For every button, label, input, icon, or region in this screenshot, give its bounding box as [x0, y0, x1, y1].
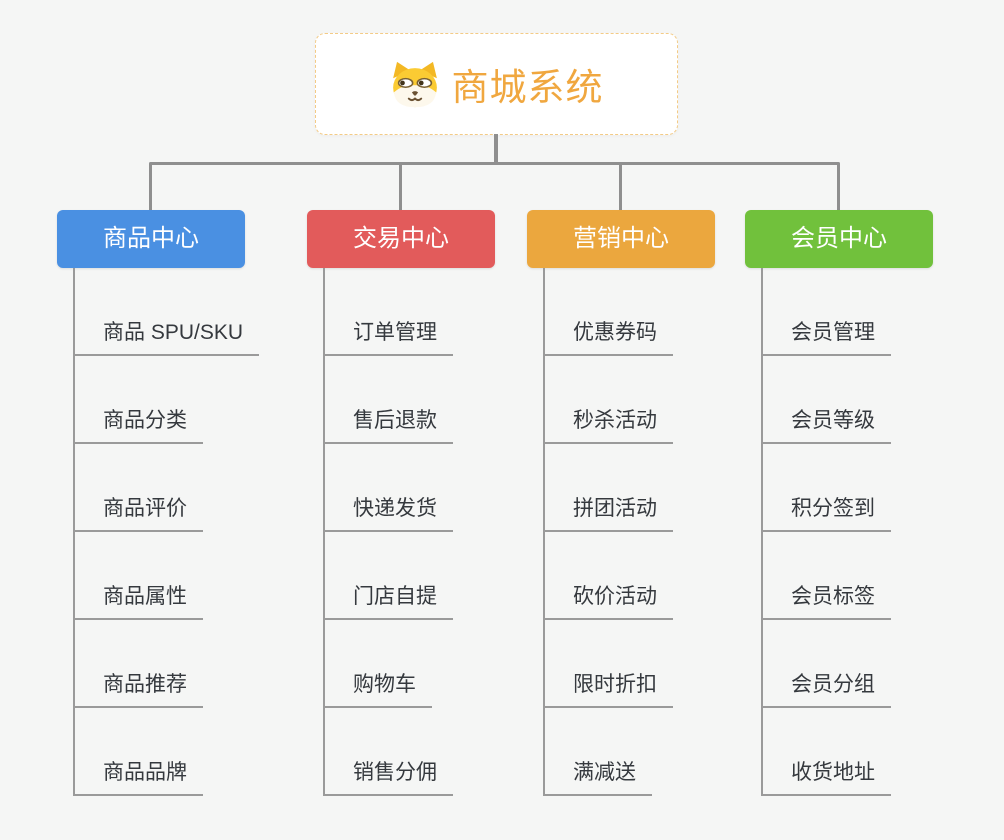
- branch-children: 商品 SPU/SKU 商品分类 商品评价 商品属性 商品推荐 商品品牌: [73, 268, 260, 796]
- leaf-label[interactable]: 购物车: [325, 668, 432, 708]
- branch-children: 订单管理 售后退款 快递发货 门店自提 购物车 销售分佣: [323, 268, 495, 796]
- leaf-label[interactable]: 秒杀活动: [545, 404, 673, 444]
- leaf-node: 限时折扣: [545, 620, 715, 708]
- leaf-label[interactable]: 积分签到: [763, 492, 891, 532]
- branch-header-trade-center[interactable]: 交易中心: [307, 210, 495, 268]
- root-title: 商城系统: [451, 67, 604, 108]
- leaf-node: 订单管理: [325, 268, 495, 356]
- root-node[interactable]: 商城系统: [315, 33, 678, 135]
- branch-children: 优惠券码 秒杀活动 拼团活动 砍价活动 限时折扣 满减送: [543, 268, 715, 796]
- leaf-node: 商品推荐: [75, 620, 245, 708]
- connector-bus: [149, 162, 840, 165]
- leaf-node: 会员管理: [763, 268, 933, 356]
- leaf-label[interactable]: 快递发货: [325, 492, 453, 532]
- leaf-node: 满减送: [545, 708, 715, 796]
- leaf-node: 拼团活动: [545, 444, 715, 532]
- leaf-node: 门店自提: [325, 532, 495, 620]
- leaf-node: 会员分组: [763, 620, 933, 708]
- branch-header-product-center[interactable]: 商品中心: [57, 210, 245, 268]
- leaf-node: 购物车: [325, 620, 495, 708]
- leaf-node: 秒杀活动: [545, 356, 715, 444]
- leaf-label[interactable]: 会员等级: [763, 404, 891, 444]
- leaf-label[interactable]: 订单管理: [325, 316, 453, 356]
- leaf-node: 商品评价: [75, 444, 245, 532]
- leaf-label[interactable]: 砍价活动: [545, 580, 673, 620]
- leaf-label[interactable]: 会员标签: [763, 580, 891, 620]
- connector-stub-1: [149, 164, 152, 211]
- leaf-label[interactable]: 销售分佣: [325, 756, 453, 796]
- leaf-label[interactable]: 拼团活动: [545, 492, 673, 532]
- leaf-node: 积分签到: [763, 444, 933, 532]
- leaf-label[interactable]: 门店自提: [325, 580, 453, 620]
- leaf-node: 会员等级: [763, 356, 933, 444]
- leaf-label[interactable]: 会员管理: [763, 316, 891, 356]
- leaf-label[interactable]: 收货地址: [763, 756, 891, 796]
- branch-header-marketing-center[interactable]: 营销中心: [527, 210, 715, 268]
- leaf-node: 售后退款: [325, 356, 495, 444]
- leaf-label[interactable]: 商品属性: [75, 580, 203, 620]
- leaf-label[interactable]: 限时折扣: [545, 668, 673, 708]
- leaf-node: 商品属性: [75, 532, 245, 620]
- leaf-label[interactable]: 售后退款: [325, 404, 453, 444]
- leaf-node: 快递发货: [325, 444, 495, 532]
- leaf-node: 商品品牌: [75, 708, 245, 796]
- branch-product-center: 商品中心 商品 SPU/SKU 商品分类 商品评价 商品属性 商品推荐 商品品牌: [57, 210, 260, 796]
- leaf-node: 销售分佣: [325, 708, 495, 796]
- branch-marketing-center: 营销中心 优惠券码 秒杀活动 拼团活动 砍价活动 限时折扣 满减送: [527, 210, 715, 796]
- leaf-label[interactable]: 商品评价: [75, 492, 203, 532]
- leaf-label[interactable]: 满减送: [545, 756, 652, 796]
- branch-trade-center: 交易中心 订单管理 售后退款 快递发货 门店自提 购物车 销售分佣: [307, 210, 495, 796]
- leaf-label[interactable]: 商品分类: [75, 404, 203, 444]
- leaf-label[interactable]: 商品品牌: [75, 756, 203, 796]
- branch-member-center: 会员中心 会员管理 会员等级 积分签到 会员标签 会员分组 收货地址: [745, 210, 933, 796]
- leaf-node: 收货地址: [763, 708, 933, 796]
- branch-header-member-center[interactable]: 会员中心: [745, 210, 933, 268]
- leaf-node: 砍价活动: [545, 532, 715, 620]
- leaf-label[interactable]: 优惠券码: [545, 316, 673, 356]
- connector-root-stub: [494, 134, 498, 163]
- connector-stub-3: [619, 164, 622, 211]
- dog-face-icon: [390, 61, 440, 108]
- leaf-label[interactable]: 商品推荐: [75, 668, 203, 708]
- connector-stub-2: [399, 164, 402, 211]
- leaf-node: 会员标签: [763, 532, 933, 620]
- leaf-label[interactable]: 商品 SPU/SKU: [75, 316, 260, 356]
- leaf-node: 商品 SPU/SKU: [75, 268, 260, 356]
- leaf-node: 商品分类: [75, 356, 245, 444]
- connector-stub-4: [837, 164, 840, 211]
- leaf-label[interactable]: 会员分组: [763, 668, 891, 708]
- leaf-node: 优惠券码: [545, 268, 715, 356]
- branch-children: 会员管理 会员等级 积分签到 会员标签 会员分组 收货地址: [761, 268, 933, 796]
